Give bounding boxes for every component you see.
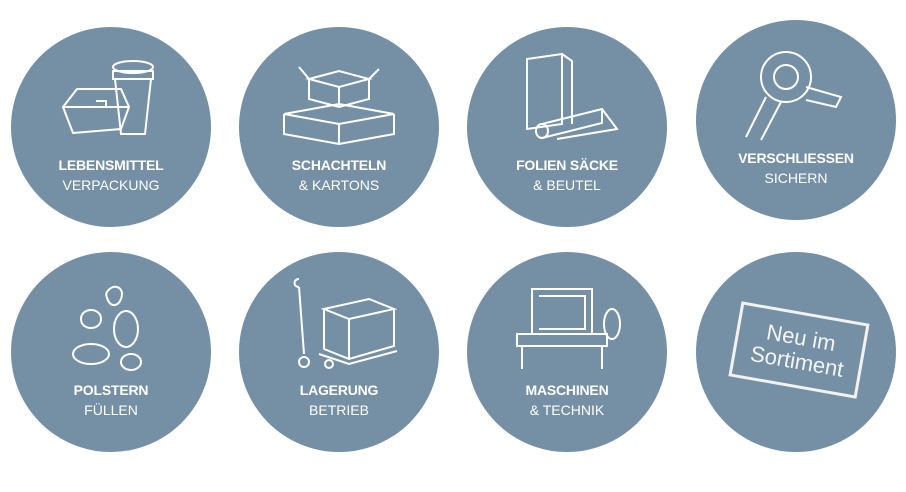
tile-subtitle: VERPACKUNG	[62, 177, 160, 193]
tile-subtitle: & BEUTEL	[533, 177, 601, 193]
tile-subtitle: BETRIEB	[309, 402, 369, 418]
food-packaging-icon	[61, 60, 154, 135]
tile-subtitle: SICHERN	[764, 170, 828, 186]
tile-title: MASCHINEN	[525, 382, 609, 398]
category-lagerung-betrieb[interactable]: LAGERUNG BETRIEB	[239, 252, 439, 452]
category-schachteln-kartons[interactable]: SCHACHTELN & KARTONS	[239, 27, 439, 227]
pallet-jack-icon	[293, 278, 398, 369]
category-verschliessen-sichern[interactable]: VERSCHLIESSEN SICHERN	[696, 20, 896, 220]
packing-peanuts-icon	[72, 285, 142, 371]
foil-bag-icon	[526, 52, 619, 140]
category-lebensmittel-verpackung[interactable]: LEBENSMITTEL VERPACKUNG	[11, 27, 211, 227]
new-in-assortment-button[interactable]: Neu im Sortiment	[696, 252, 896, 452]
category-folien-saecke-beutel[interactable]: FOLIEN SÄCKE & BEUTEL	[467, 27, 667, 227]
tile-title: LAGERUNG	[299, 382, 379, 398]
tile-subtitle: & TECHNIK	[529, 402, 605, 418]
tile-title: LEBENSMITTEL	[58, 157, 164, 173]
tile-subtitle: FÜLLEN	[84, 402, 138, 418]
tile-title: VERSCHLIESSEN	[738, 150, 854, 166]
tile-subtitle: & KARTONS	[298, 177, 380, 193]
cardboard-box-icon	[283, 66, 395, 146]
tile-title: POLSTERN	[73, 382, 149, 398]
category-polstern-fuellen[interactable]: POLSTERN FÜLLEN	[11, 252, 211, 452]
category-maschinen-technik[interactable]: MASCHINEN & TECHNIK	[467, 252, 667, 452]
tape-dispenser-icon	[745, 51, 843, 141]
tile-title: SCHACHTELN	[291, 157, 387, 173]
new-stamp: Neu im Sortiment	[728, 301, 870, 399]
tile-title: FOLIEN SÄCKE	[516, 157, 618, 173]
strapping-machine-icon	[516, 288, 621, 369]
